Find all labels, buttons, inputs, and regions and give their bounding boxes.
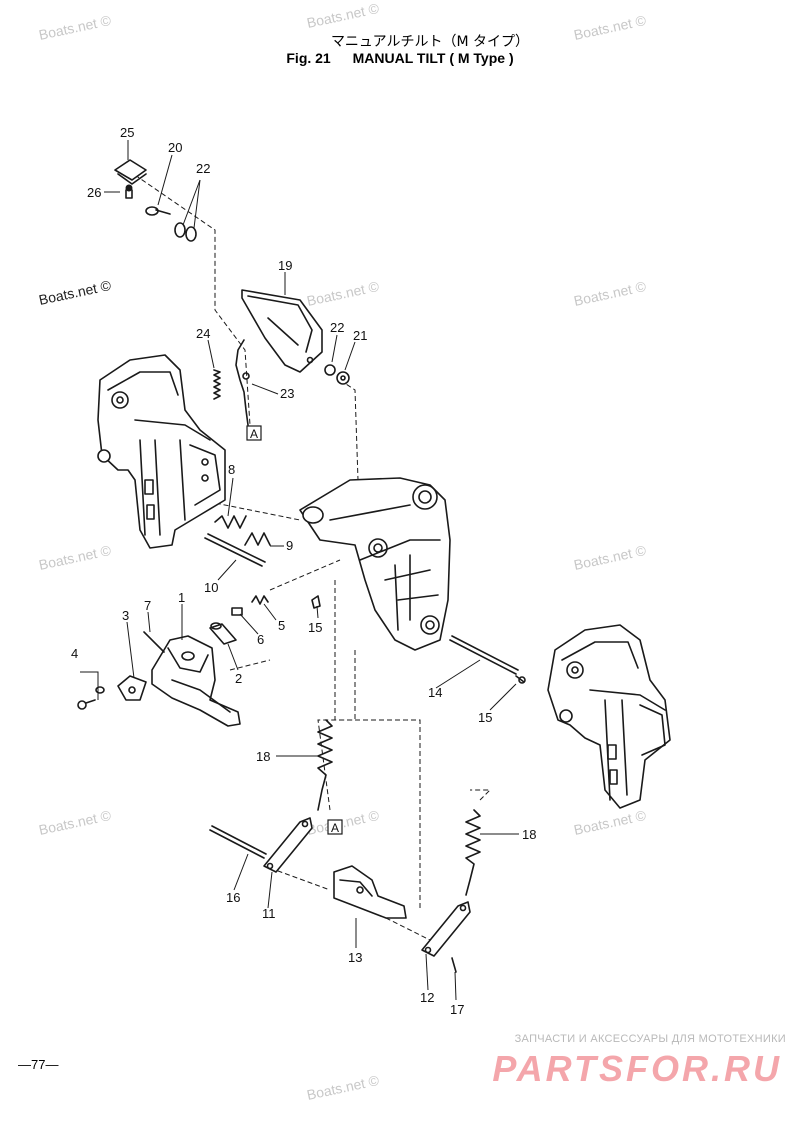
callout-21: 21 <box>353 328 367 343</box>
part-18-spring-lower <box>465 809 481 896</box>
part-7-pin <box>143 631 165 653</box>
callout-labels: 25 20 22 26 19 22 21 24 23 A 8 9 10 7 3 … <box>71 125 536 1017</box>
callout-19: 19 <box>278 258 292 273</box>
watermark: Boats.net © <box>37 542 113 573</box>
callout-23: 23 <box>280 386 294 401</box>
callout-15: 15 <box>478 710 492 725</box>
brand-logo: PARTSFOR.RU <box>492 1048 782 1089</box>
callout-10: 10 <box>204 580 218 595</box>
part-17-pin <box>451 957 457 973</box>
part-23-wire-spring <box>235 339 250 426</box>
callout-17: 17 <box>450 1002 464 1017</box>
title-japanese: マニュアルチルト（M タイプ） <box>330 34 530 50</box>
part-20-bolt <box>145 206 171 216</box>
callout-18: 18 <box>256 749 270 764</box>
part-12-link <box>421 901 471 957</box>
callout-8: 8 <box>228 462 235 477</box>
callout-9: 9 <box>286 538 293 553</box>
watermark: Boats.net © <box>305 807 381 838</box>
callout-26: 26 <box>87 185 101 200</box>
part-5-spring <box>251 595 269 605</box>
left-stern-bracket <box>97 354 226 549</box>
callout-15: 15 <box>308 620 322 635</box>
watermark: Boats.net © <box>572 807 648 838</box>
callout-14: 14 <box>428 685 442 700</box>
reference-a-label: A <box>250 427 258 441</box>
leader-lines <box>80 140 519 1001</box>
callout-3: 3 <box>122 608 129 623</box>
callout-25: 25 <box>120 125 134 140</box>
callout-2: 2 <box>235 671 242 686</box>
callout-12: 12 <box>420 990 434 1005</box>
callout-1: 1 <box>178 590 185 605</box>
callout-22: 22 <box>196 161 210 176</box>
reference-a-label: A <box>331 821 339 835</box>
watermark: Boats.net © <box>572 12 648 43</box>
watermark: Boats.net © <box>37 277 113 308</box>
callout-13: 13 <box>348 950 362 965</box>
callout-5: 5 <box>278 618 285 633</box>
part-19-plate <box>241 289 323 373</box>
part-1-lever <box>151 635 241 727</box>
figure-title: MANUAL TILT ( M Type ) <box>352 50 514 66</box>
right-stern-bracket <box>547 624 671 809</box>
part-24-spring <box>213 369 221 400</box>
watermark: Boats.net © <box>305 278 381 309</box>
callout-16: 16 <box>226 890 240 905</box>
reference-box-a <box>327 819 343 835</box>
callout-20: 20 <box>168 140 182 155</box>
part-16-rod <box>209 825 267 859</box>
callout-6: 6 <box>257 632 264 647</box>
figure-number: Fig. 21 <box>286 50 331 66</box>
callout-22: 22 <box>330 320 344 335</box>
watermark: Boats.net © <box>305 0 381 31</box>
brand-tagline: ЗАПЧАСТИ И АКСЕССУАРЫ ДЛЯ МОТОТЕХНИКИ <box>514 1033 786 1045</box>
part-13-bracket <box>333 865 407 919</box>
part-15-clip <box>311 595 321 609</box>
part-14-shaft <box>449 635 526 684</box>
part-3-plate <box>117 675 147 701</box>
watermark: Boats.net © <box>572 542 648 573</box>
part-21-nut <box>324 364 350 385</box>
watermark: Boats.net © <box>305 1072 381 1103</box>
part-8-spring <box>214 515 247 529</box>
part-22-washers <box>174 222 197 242</box>
callout-11: 11 <box>262 906 276 921</box>
callout-4: 4 <box>71 646 78 661</box>
part-9-spring <box>244 532 271 546</box>
reference-box-a <box>246 425 262 441</box>
title-english: Fig. 21 MANUAL TILT ( M Type ) <box>0 50 800 66</box>
part-10-shaft <box>204 533 266 567</box>
callout-18: 18 <box>522 827 536 842</box>
watermark: Boats.net © <box>572 278 648 309</box>
swivel-bracket <box>299 477 451 651</box>
part-18-spring-upper <box>317 719 333 811</box>
part-6-pin <box>231 607 243 616</box>
part-11-link <box>263 817 313 873</box>
part-25-tilt-knob <box>114 159 147 199</box>
page-number: —77— <box>18 1057 59 1072</box>
watermark: Boats.net © <box>37 12 113 43</box>
callout-24: 24 <box>196 326 210 341</box>
watermark: Boats.net © <box>37 807 113 838</box>
callout-7: 7 <box>144 598 151 613</box>
part-2-roller <box>209 622 237 645</box>
part-4-bolts <box>77 686 105 710</box>
